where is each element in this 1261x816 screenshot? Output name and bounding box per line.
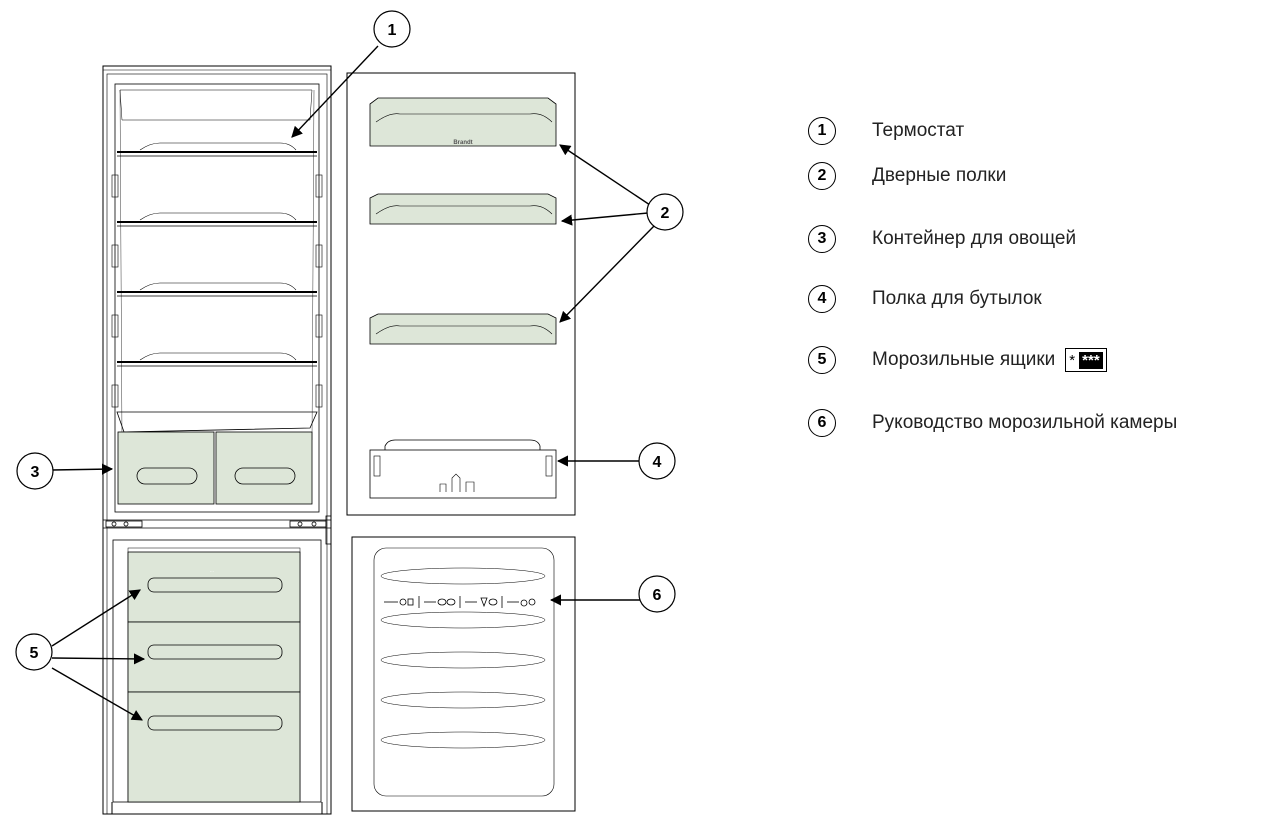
fridge-cabinet [102,65,332,815]
glass-shelf [117,352,317,367]
callout-5: 5 [15,589,146,721]
freezer-star-rating-icon: * *** [1065,348,1107,372]
freezer-door [351,536,576,812]
glass-shelves [111,142,323,433]
legend-label: Полка для бутылок [872,288,1042,309]
brand-label: Brandt [453,140,472,146]
legend-number: 1 [808,117,836,145]
legend-number: 2 [808,162,836,190]
callout-2: 2 [559,144,684,323]
door-shelf [369,313,557,345]
legend-item-freezer-guide: 6 Руководство морозильной камеры [808,407,1177,439]
callout-3: 3 [16,452,114,490]
callout-number: 5 [30,645,39,662]
freezer-drawers: ... [127,551,301,803]
door-shelves: Brandt [369,97,557,345]
fridge-diagram: ... Brandt [15,10,684,815]
legend-label: Морозильные ящики [872,349,1056,370]
legend-item-bottle-shelf: 4 Полка для бутылок [808,283,1042,315]
legend: 1 Термостат 2 Дверные полки 3 Контейнер … [808,0,1261,816]
callout-1: 1 [291,10,411,138]
legend-label: Контейнер для овощей [872,228,1077,249]
legend-item-thermostat: 1 Термостат [808,115,964,147]
legend-item-vegetable-container: 3 Контейнер для овощей [808,223,1076,255]
glass-shelf [117,282,317,297]
stars-symbol: *** [1079,351,1103,369]
legend-item-freezer-drawers: 5 Морозильные ящики * *** [808,344,1107,376]
legend-number: 5 [808,346,836,374]
callout-6: 6 [549,575,676,613]
freezer-guide [373,547,555,797]
callout-number: 1 [388,22,397,39]
legend-label: Руководство морозильной камеры [872,412,1178,433]
door-shelf [369,193,557,225]
callout-4: 4 [556,442,676,480]
star-symbol: * [1069,351,1076,369]
fridge-compartment [114,83,320,513]
legend-number: 6 [808,409,836,437]
callout-number: 6 [653,587,662,604]
glass-shelf [117,142,317,157]
freezer-drawer-label: ... [210,568,214,574]
vegetable-container [117,431,313,505]
door-shelf: Brandt [369,97,557,147]
legend-number: 3 [808,225,836,253]
legend-label: Дверные полки [872,165,1007,186]
legend-label: Термостат [872,120,965,141]
callout-number: 4 [653,454,662,471]
glass-shelf [117,212,317,227]
legend-item-door-shelves: 2 Дверные полки [808,160,1006,192]
middle-hinge [103,515,332,545]
callout-number: 3 [31,464,40,481]
legend-number: 4 [808,285,836,313]
callout-number: 2 [661,205,670,222]
bottle-shelf [369,439,557,499]
